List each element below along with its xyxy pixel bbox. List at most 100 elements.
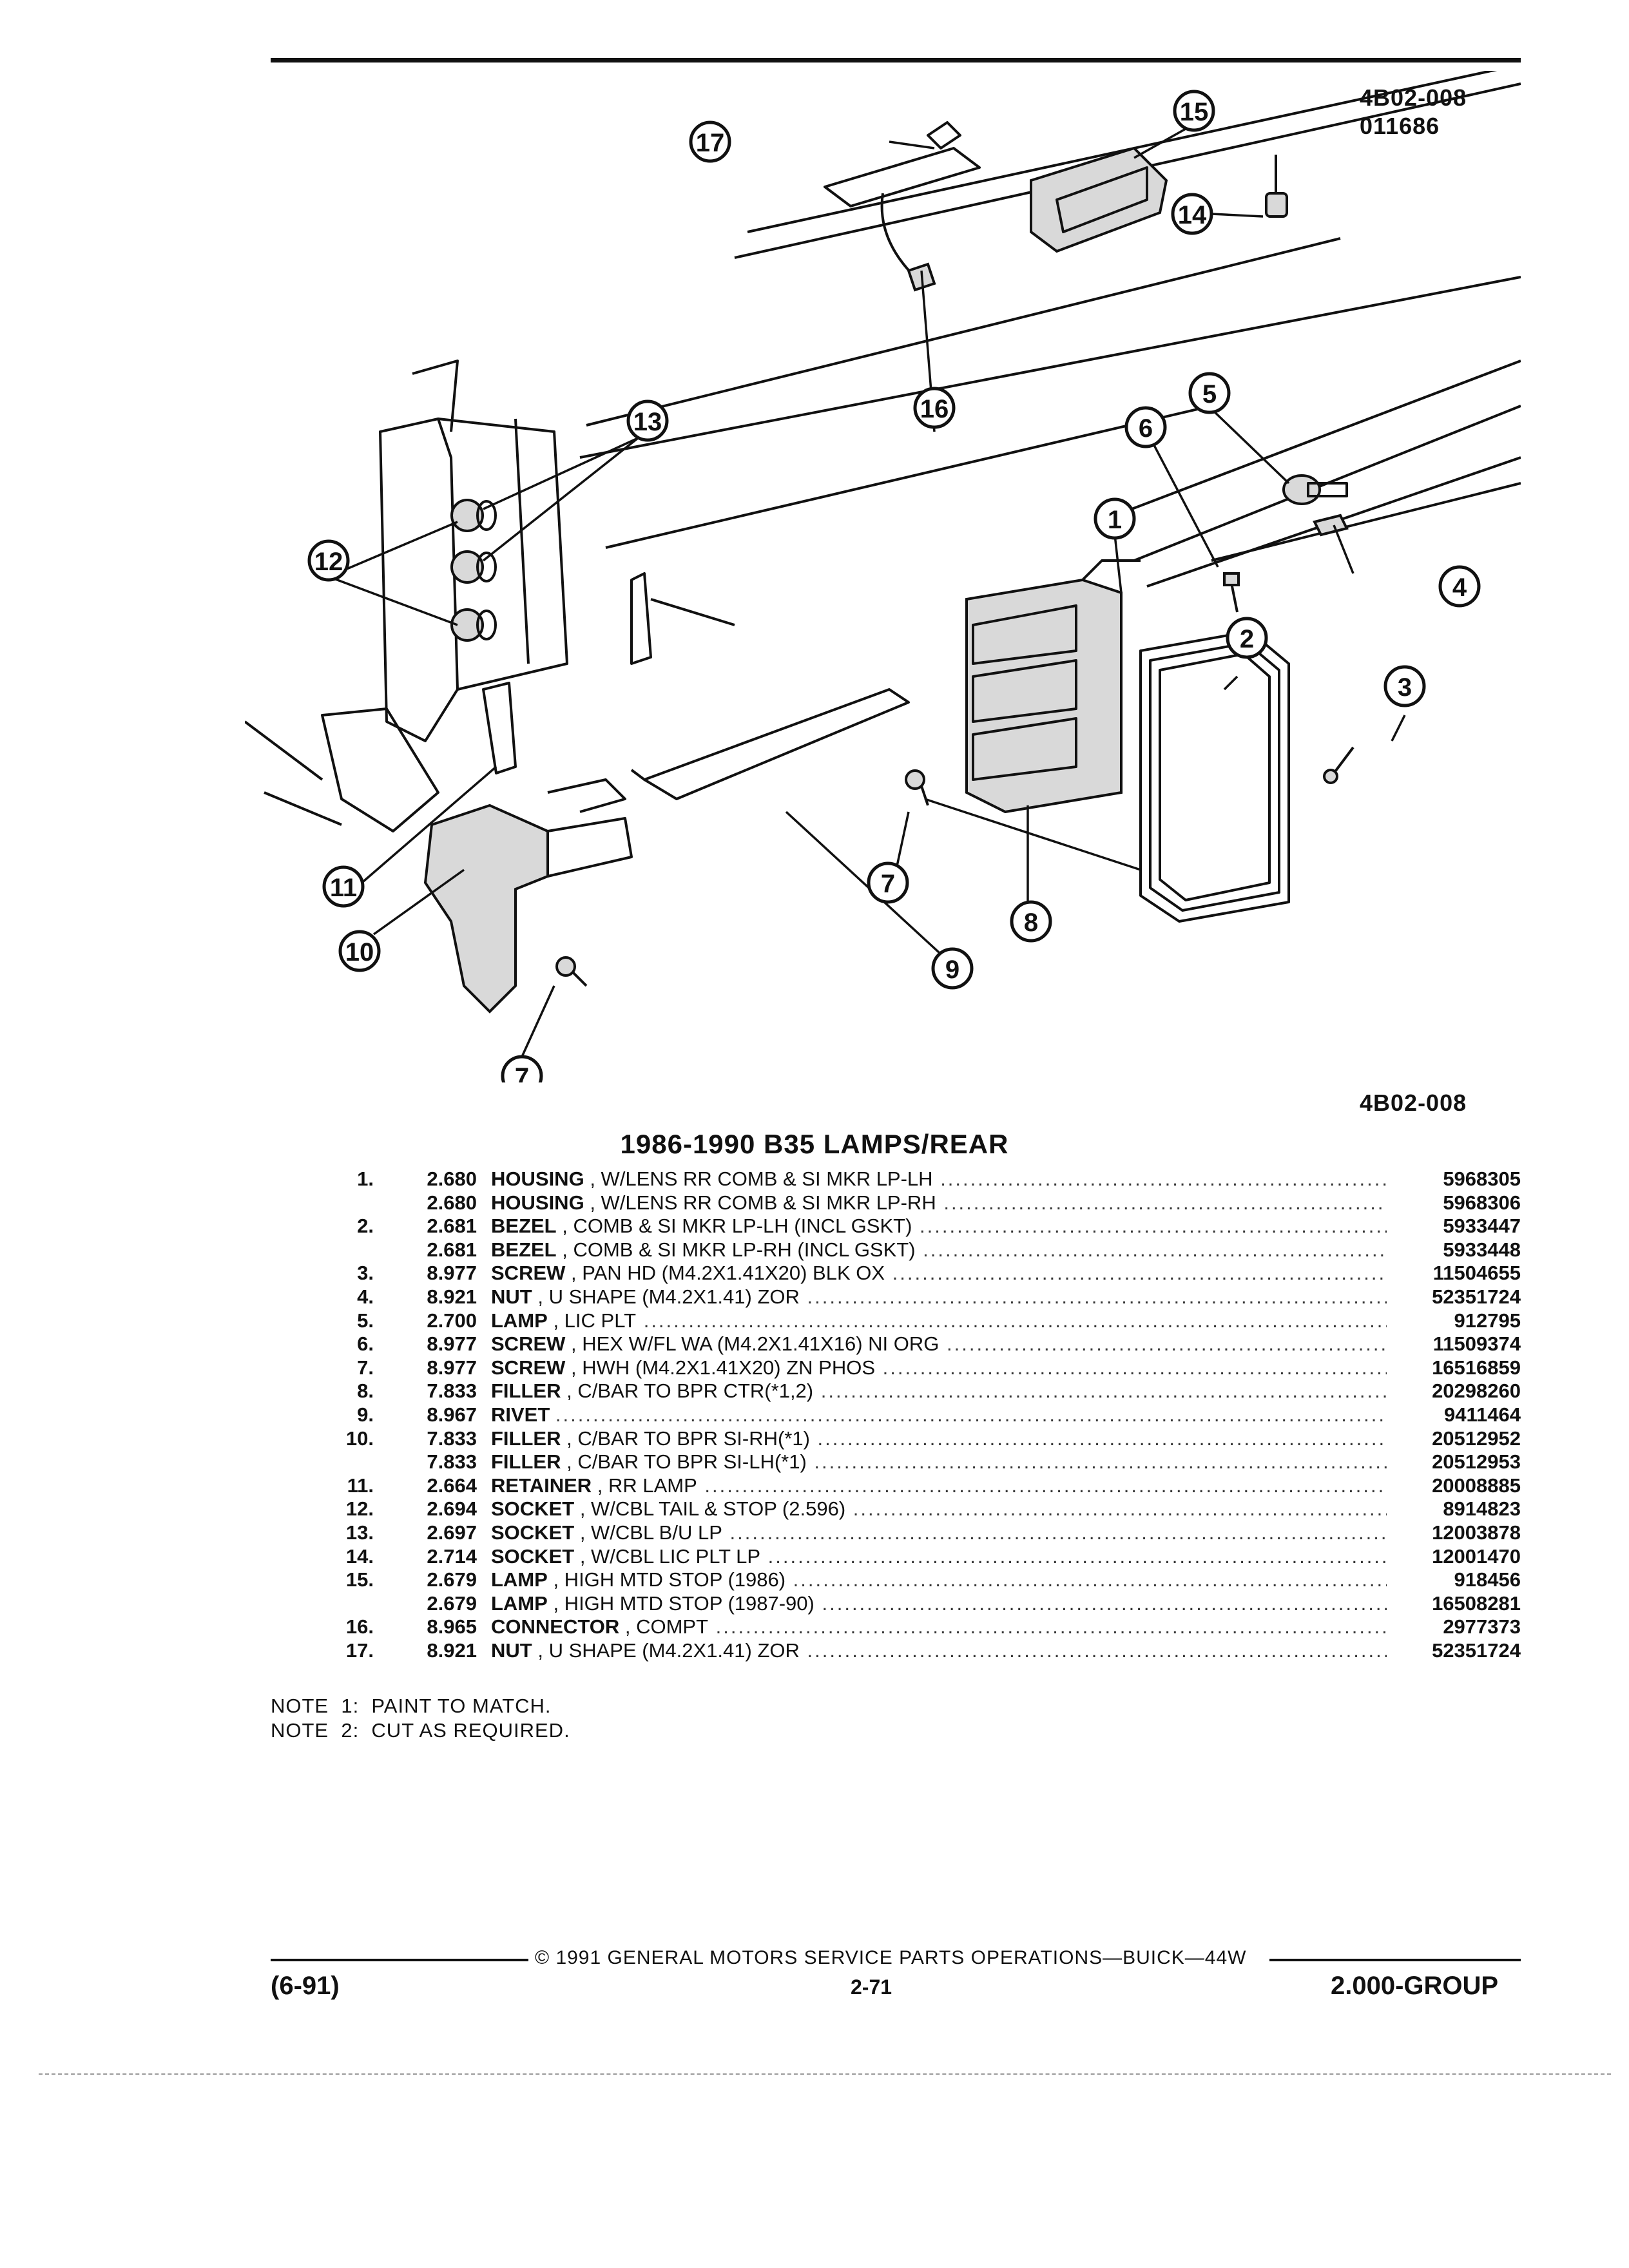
part-description: BEZEL , COMB & SI MKR LP-LH (INCL GSKT) …	[491, 1215, 1392, 1238]
part-number: 16508281	[1432, 1591, 1521, 1615]
part-spec: , W/LENS RR COMB & SI MKR LP-RH	[590, 1191, 936, 1214]
group-number: 7.833	[427, 1427, 477, 1450]
svg-text:12: 12	[314, 548, 343, 576]
svg-text:13: 13	[633, 408, 662, 436]
part-name: LAMP	[491, 1309, 548, 1332]
part-number: 918456	[1454, 1568, 1521, 1591]
dot-leader: ........................................…	[923, 1238, 1387, 1261]
part-spec: , HEX W/FL WA (M4.2X1.41X16) NI ORG	[571, 1332, 940, 1356]
part-description: BEZEL , COMB & SI MKR LP-RH (INCL GSKT) …	[491, 1238, 1392, 1262]
quarter-panel	[245, 360, 568, 832]
svg-text:2: 2	[1240, 625, 1254, 653]
item-number	[335, 1191, 374, 1215]
part-name: RETAINER	[491, 1474, 592, 1497]
part-description: CONNECTOR , COMPT ......................…	[491, 1615, 1392, 1639]
part-number: 20512953	[1432, 1450, 1521, 1474]
item-number: 2.	[357, 1215, 374, 1238]
part-description: RETAINER , RR LAMP .....................…	[491, 1474, 1392, 1498]
part-number: 20008885	[1432, 1474, 1521, 1497]
item-number: 4.	[357, 1285, 374, 1308]
dot-leader: ........................................…	[940, 1168, 1387, 1190]
part-spec: , C/BAR TO BPR SI-LH(*1)	[566, 1450, 807, 1474]
callout-8: 8	[1010, 900, 1052, 943]
svg-text:6: 6	[1139, 414, 1153, 443]
dot-leader: ........................................…	[704, 1474, 1387, 1497]
dot-leader: ........................................…	[715, 1615, 1387, 1639]
part-name: SCREW	[491, 1356, 566, 1379]
part-spec: , W/LENS RR COMB & SI MKR LP-LH	[590, 1168, 933, 1190]
callout-13: 13	[626, 399, 669, 442]
group-number: 2.714	[427, 1544, 477, 1568]
parts-list-title: 1986-1990 B35 LAMPS/REAR	[620, 1129, 1009, 1159]
item-number: 7.	[357, 1356, 374, 1379]
part-description: SOCKET , W/CBL B/U LP ..................…	[491, 1521, 1392, 1545]
svg-text:15: 15	[1180, 98, 1209, 126]
callout-7b: 7	[501, 1055, 543, 1082]
footer-group: 2.000-GROUP	[1331, 1972, 1499, 2000]
leader-lines	[328, 128, 1406, 1057]
part-spec: , COMPT	[624, 1615, 709, 1639]
part-spec: , COMB & SI MKR LP-LH (INCL GSKT)	[562, 1215, 912, 1238]
group-number: 2.681	[427, 1215, 477, 1238]
center-filler	[630, 688, 910, 800]
part-spec: , U SHAPE (M4.2X1.41) ZOR	[537, 1285, 800, 1308]
callout-10: 10	[338, 930, 381, 972]
svg-text:7: 7	[881, 870, 895, 898]
part-spec: , RR LAMP	[597, 1474, 697, 1497]
part-spec: , COMB & SI MKR LP-RH (INCL GSKT)	[562, 1238, 916, 1261]
part-description: FILLER , C/BAR TO BPR SI-RH(*1) ........…	[491, 1427, 1392, 1451]
callout-3: 3	[1383, 665, 1426, 707]
dot-leader: ........................................…	[882, 1356, 1387, 1379]
top-rule	[271, 58, 1521, 62]
part-description: HOUSING , W/LENS RR COMB & SI MKR LP-RH …	[491, 1191, 1392, 1215]
svg-text:14: 14	[1178, 201, 1207, 229]
dot-leader: ........................................…	[643, 1309, 1387, 1332]
callout-17: 17	[689, 120, 731, 163]
callout-5: 5	[1188, 372, 1231, 414]
parts-row: 2. 2.681 BEZEL , COMB & SI MKR LP-LH (INCL…	[335, 1215, 1521, 1238]
part-description: NUT , U SHAPE (M4.2X1.41) ZOR ..........…	[491, 1285, 1392, 1309]
part-name: HOUSING	[491, 1191, 584, 1214]
part-description: SCREW , HWH (M4.2X1.41X20) ZN PHOS .....…	[491, 1356, 1392, 1380]
figure-code: 4B02-008	[1360, 1090, 1467, 1116]
dot-leader: ........................................…	[793, 1568, 1387, 1591]
dot-leader: ........................................…	[820, 1379, 1387, 1403]
dot-leader: ........................................…	[892, 1262, 1387, 1285]
group-number: 2.681	[427, 1238, 477, 1261]
group-number: 2.694	[427, 1497, 477, 1521]
part-spec: , HIGH MTD STOP (1987-90)	[553, 1591, 815, 1615]
dot-leader: ........................................…	[555, 1403, 1387, 1426]
lamp-retainer	[482, 572, 735, 774]
svg-text:5: 5	[1202, 380, 1217, 408]
item-number: 10.	[345, 1427, 374, 1450]
group-number: 2.680	[427, 1191, 477, 1214]
dot-leader: ........................................…	[822, 1591, 1387, 1615]
part-spec: , W/CBL B/U LP	[579, 1521, 722, 1544]
item-number: 1.	[357, 1168, 374, 1190]
item-number	[335, 1238, 374, 1262]
part-description: HOUSING , W/LENS RR COMB & SI MKR LP-LH …	[491, 1168, 1392, 1191]
item-number: 9.	[357, 1403, 374, 1426]
group-number: 7.833	[427, 1379, 477, 1403]
side-filler	[423, 778, 633, 1014]
part-description: FILLER , C/BAR TO BPR SI-LH(*1) ........…	[491, 1450, 1392, 1474]
group-number: 2.697	[427, 1521, 477, 1544]
part-name: BEZEL	[491, 1238, 557, 1261]
svg-text:3: 3	[1398, 673, 1412, 702]
group-number: 8.921	[427, 1285, 477, 1308]
item-number: 6.	[357, 1332, 374, 1356]
parts-row: 2.681 BEZEL , COMB & SI MKR LP-RH (INCL G…	[335, 1238, 1521, 1262]
part-number: 16516859	[1432, 1356, 1521, 1379]
part-description: FILLER , C/BAR TO BPR CTR(*1,2) ........…	[491, 1379, 1392, 1403]
callout-4: 4	[1438, 565, 1481, 608]
dot-leader: ........................................…	[807, 1285, 1387, 1308]
